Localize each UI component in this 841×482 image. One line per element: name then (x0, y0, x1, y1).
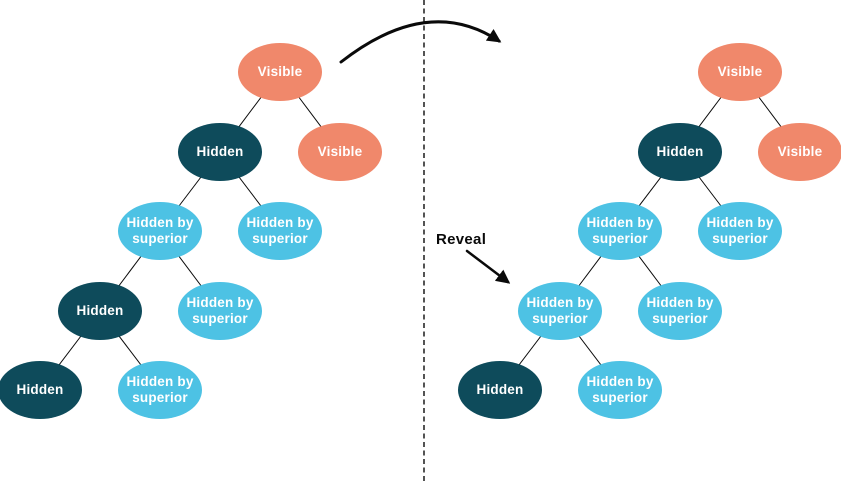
tree-node-hidden-by-superior: Hidden by superior (118, 202, 202, 260)
tree-node-revealed-target: Hidden by superior (518, 282, 602, 340)
tree-node-hidden: Hidden (458, 361, 542, 419)
tree-node-visible: Visible (698, 43, 782, 101)
reveal-label: Reveal (436, 231, 487, 248)
tree-node-hidden-by-superior: Hidden by superior (578, 361, 662, 419)
tree-node-hidden-by-superior: Hidden by superior (238, 202, 322, 260)
reveal-arrow (465, 249, 511, 284)
tree-node-visible: Visible (758, 123, 841, 181)
tree-node-visible: Visible (298, 123, 382, 181)
tree-node-visible: Visible (238, 43, 322, 101)
tree-node-hidden: Hidden (0, 361, 82, 419)
tree-node-hidden: Hidden (178, 123, 262, 181)
tree-node-hidden-by-superior: Hidden by superior (698, 202, 782, 260)
tree-node-hidden-by-superior: Hidden by superior (578, 202, 662, 260)
tree-node-hidden-by-superior: Hidden by superior (638, 282, 722, 340)
tree-node-hidden: Hidden (638, 123, 722, 181)
transition-arrow (339, 20, 502, 64)
tree-node-hidden: Hidden (58, 282, 142, 340)
tree-node-hidden-by-superior: Hidden by superior (118, 361, 202, 419)
tree-node-hidden-by-superior: Hidden by superior (178, 282, 262, 340)
